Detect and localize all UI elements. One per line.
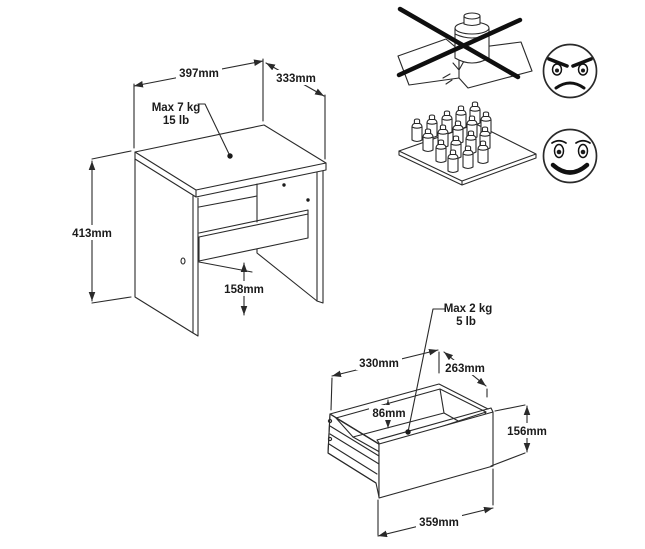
dimension-drawer-inner-depth: 263mm bbox=[442, 351, 488, 398]
cam-lock-hole bbox=[180, 257, 186, 265]
nightstand-depth-label: 333mm bbox=[276, 73, 316, 85]
drawer-front-width-label: 359mm bbox=[419, 517, 459, 529]
nightstand-clearance-label: 158mm bbox=[224, 284, 264, 296]
warning-good-load bbox=[398, 101, 598, 186]
drawer-front-panel bbox=[378, 411, 494, 499]
dimension-drawer-inner-height: 86mm bbox=[369, 399, 409, 429]
dimension-depth: 333mm bbox=[265, 62, 326, 160]
drawer-body bbox=[327, 383, 494, 499]
drawer-max-load-callout: Max 2 kg 5 lb bbox=[405, 303, 492, 435]
nightstand-max-load-line1: Max 7 kg bbox=[152, 102, 201, 114]
shelf-pin-hole bbox=[306, 198, 310, 202]
dimension-drawer-front-width: 359mm bbox=[377, 468, 494, 538]
warning-bad-load bbox=[396, 6, 598, 99]
dimension-drawer-front-height: 156mm bbox=[490, 404, 550, 467]
drawer-inner-depth-label: 263mm bbox=[445, 363, 485, 375]
shelf-pin-hole bbox=[282, 183, 286, 187]
drawer-drawing: 330mm 263mm 86mm 156mm 359mm bbox=[327, 303, 550, 538]
nightstand-max-load-line2: 15 lb bbox=[163, 115, 189, 127]
drawer-max-load-line1: Max 2 kg bbox=[444, 303, 493, 315]
nightstand-height-label: 413mm bbox=[72, 228, 112, 240]
nightstand-drawing: 397mm 333mm 413mm 158mm Max 7 kg 15 bbox=[69, 58, 327, 337]
drawer-front-height-label: 156mm bbox=[507, 426, 547, 438]
dimension-width: 397mm bbox=[133, 58, 264, 149]
drawer-slide-peg bbox=[327, 436, 333, 442]
drawer-inner-height-label: 86mm bbox=[372, 408, 405, 420]
drawer-max-load-line2: 5 lb bbox=[456, 316, 476, 328]
dimension-height: 413mm bbox=[69, 150, 132, 304]
nightstand-width-label: 397mm bbox=[179, 68, 219, 80]
drawer-slide-peg bbox=[327, 418, 333, 424]
happy-face-icon bbox=[542, 128, 598, 184]
drawer-inner-width-label: 330mm bbox=[359, 358, 399, 370]
prohibition-cross-icon bbox=[396, 6, 523, 80]
nightstand-max-load-callout: Max 7 kg 15 lb bbox=[152, 102, 233, 159]
dimension-clearance: 158mm bbox=[221, 262, 267, 316]
angry-face-icon bbox=[542, 43, 598, 99]
nightstand-drawer-front bbox=[198, 213, 309, 262]
distributed-bottles-icon bbox=[398, 101, 537, 186]
dimension-drawer-inner-width: 330mm bbox=[330, 348, 440, 411]
